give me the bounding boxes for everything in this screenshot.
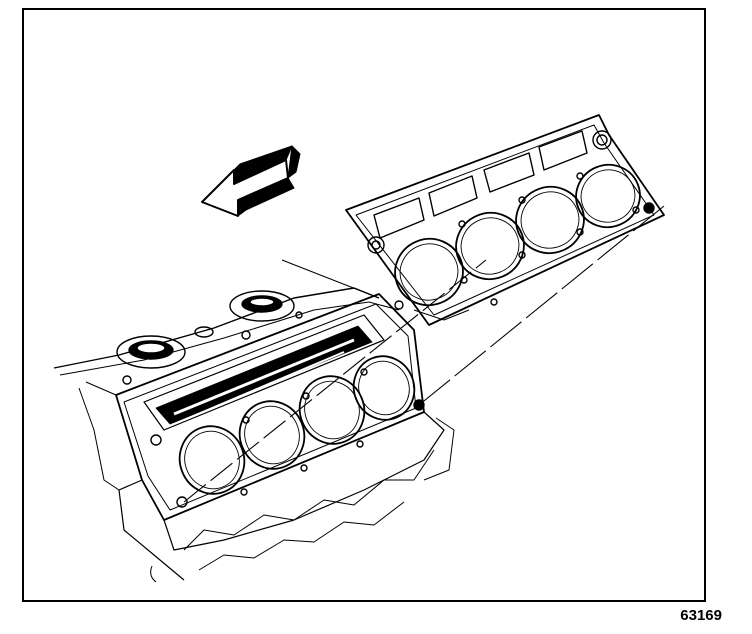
engine-block: [53, 259, 455, 583]
cylinder-bores: [178, 355, 416, 495]
alignment-leader-lines: [183, 205, 665, 503]
figure-number: 63169: [680, 607, 722, 624]
gasket-coolant-passages: [367, 130, 612, 254]
cylinder-head-gasket: [345, 114, 665, 326]
gasket-cylinder-openings: [394, 163, 641, 307]
illustration-frame: [22, 8, 706, 602]
front-direction-arrow-icon: [201, 145, 301, 217]
gasket-bolt-holes: [394, 172, 655, 310]
engine-block-head-gasket-illustration: [53, 114, 665, 583]
lifter-bore-plugs: [116, 290, 295, 369]
